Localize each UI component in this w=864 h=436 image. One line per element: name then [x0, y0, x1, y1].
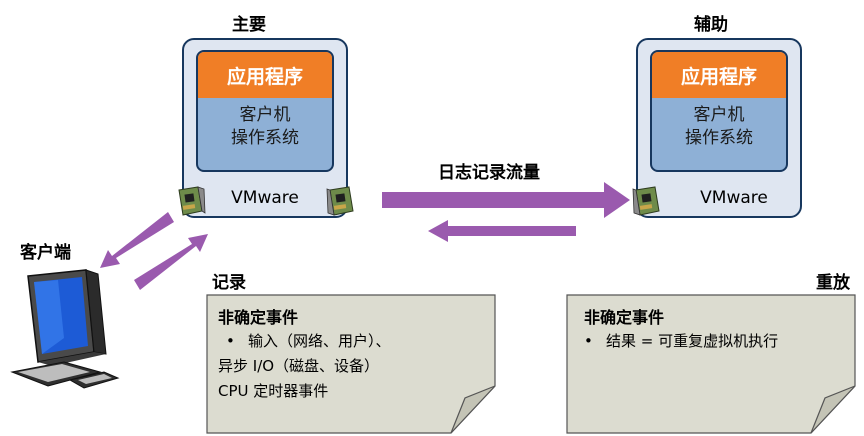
- replay-note-title: 非确定事件: [584, 308, 665, 327]
- logging-traffic-label: 日志记录流量: [438, 163, 540, 183]
- primary-title: 主要: [232, 15, 266, 35]
- secondary-app-label: 应用程序: [652, 52, 786, 98]
- secondary-vm: 应用程序 客户机 操作系统: [650, 50, 788, 172]
- primary-guest-os: 客户机 操作系统: [198, 98, 332, 150]
- replay-note-line-1: • 结果 = 可重复虚拟机执行: [584, 330, 778, 353]
- record-line-1-text: 输入（网络、用户）、: [248, 332, 391, 350]
- record-note-line-1: • 输入（网络、用户）、: [226, 330, 391, 353]
- primary-host: 应用程序 客户机 操作系统 VMware: [182, 38, 348, 218]
- replay-line-1-text: 结果 = 可重复虚拟机执行: [606, 332, 779, 350]
- primary-left-nic-icon: [178, 186, 206, 216]
- primary-guest-line1: 客户机: [239, 105, 291, 125]
- record-note-line-2: 异步 I/O（磁盘、设备）: [218, 357, 380, 375]
- secondary-hypervisor-label: VMware: [700, 188, 768, 208]
- replay-note-background: [566, 294, 856, 434]
- primary-right-nic-icon: [326, 186, 354, 216]
- client-computer-icon: [10, 269, 120, 389]
- secondary-guest-os: 客户机 操作系统: [652, 98, 786, 150]
- record-note-title: 非确定事件: [218, 308, 299, 327]
- record-bullet: •: [226, 332, 235, 350]
- secondary-guest-line2: 操作系统: [685, 128, 753, 148]
- client-traffic-arrows: [100, 212, 208, 290]
- record-label: 记录: [212, 273, 246, 293]
- replay-bullet: •: [584, 332, 593, 350]
- record-note-background: [206, 294, 496, 434]
- primary-vm: 应用程序 客户机 操作系统: [196, 50, 334, 172]
- secondary-guest-line1: 客户机: [693, 105, 745, 125]
- secondary-nic-icon: [632, 186, 660, 216]
- replay-label: 重放: [816, 273, 850, 293]
- primary-app-label: 应用程序: [198, 52, 332, 98]
- secondary-title: 辅助: [694, 15, 728, 35]
- logging-traffic-ack-arrow: [428, 220, 576, 242]
- client-label: 客户端: [20, 243, 71, 263]
- logging-traffic-forward-arrow: [382, 182, 630, 218]
- primary-guest-line2: 操作系统: [231, 128, 299, 148]
- primary-hypervisor-label: VMware: [231, 188, 299, 208]
- secondary-host: 应用程序 客户机 操作系统 VMware: [636, 38, 802, 218]
- record-note-line-3: CPU 定时器事件: [218, 382, 329, 400]
